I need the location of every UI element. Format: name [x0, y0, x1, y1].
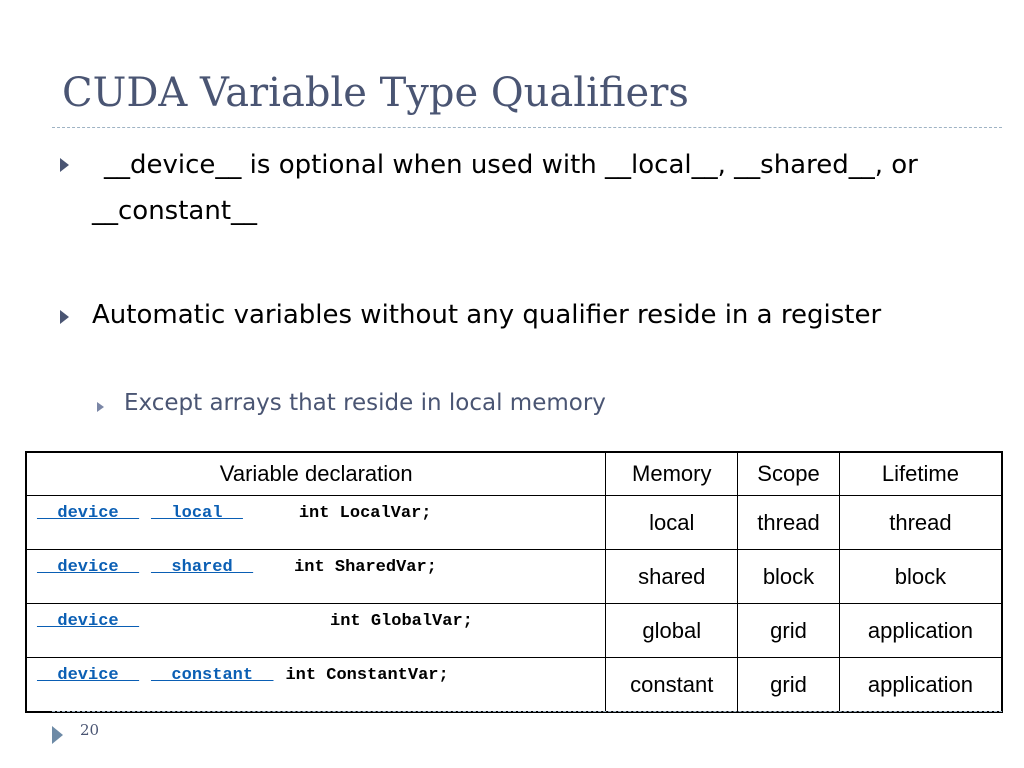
footer-divider — [52, 711, 1002, 712]
qualifier-keyword: __device__ — [37, 504, 140, 523]
bullet-text: __device__ is optional when used with __… — [92, 150, 918, 226]
scope-cell: grid — [737, 603, 840, 658]
declaration-cell: __device__ int GlobalVar; — [25, 603, 607, 658]
sub-bullet-arrow-icon — [97, 402, 104, 412]
table-row: __device__ __shared__ int SharedVar; share… — [25, 549, 1003, 604]
bullet-arrow-icon — [60, 158, 69, 172]
qualifier-keyword: __constant__ — [151, 666, 274, 685]
qualifier-keyword: __shared__ — [151, 558, 254, 577]
declaration-code: int ConstantVar; — [285, 666, 449, 685]
header-memory: Memory — [605, 451, 739, 496]
declaration-code: int SharedVar; — [294, 558, 437, 577]
scope-cell: thread — [737, 495, 840, 550]
title-divider — [52, 127, 1002, 128]
memory-cell: local — [605, 495, 739, 550]
declaration-code: int GlobalVar; — [330, 612, 473, 631]
qualifier-keyword: __local__ — [151, 504, 243, 523]
memory-cell: global — [605, 603, 739, 658]
scope-cell: block — [737, 549, 840, 604]
declaration-cell: __device__ __local__ int LocalVar; — [25, 495, 607, 550]
table-row: __device__ __constant__ int ConstantVar; c… — [25, 657, 1003, 713]
memory-cell: shared — [605, 549, 739, 604]
sub-bullet-text: Except arrays that reside in local memor… — [124, 390, 606, 416]
declaration-cell: __device__ __constant__ int ConstantVar; — [25, 657, 607, 713]
header-variable-declaration: Variable declaration — [25, 451, 607, 496]
page-marker-icon — [52, 726, 63, 744]
scope-cell: grid — [737, 657, 840, 713]
bullet-text: Automatic variables without any qualifie… — [92, 300, 882, 330]
header-scope: Scope — [737, 451, 840, 496]
lifetime-cell: application — [838, 603, 1003, 658]
memory-cell: constant — [605, 657, 739, 713]
qualifiers-table: Variable declaration Memory Scope Lifeti… — [25, 451, 1003, 713]
qualifier-keyword: __device__ — [37, 612, 140, 631]
declaration-code: int LocalVar; — [298, 504, 432, 523]
qualifier-keyword: __device__ — [37, 666, 140, 685]
bullet-arrow-icon — [60, 310, 69, 324]
header-lifetime: Lifetime — [838, 451, 1003, 496]
lifetime-cell: thread — [838, 495, 1003, 550]
table-row: __device__ __local__ int LocalVar; local t… — [25, 495, 1003, 550]
lifetime-cell: application — [838, 657, 1003, 713]
table-header-row: Variable declaration Memory Scope Lifeti… — [25, 451, 1003, 496]
declaration-cell: __device__ __shared__ int SharedVar; — [25, 549, 607, 604]
slide-title: CUDA Variable Type Qualifiers — [62, 70, 689, 116]
lifetime-cell: block — [838, 549, 1003, 604]
page-number: 20 — [80, 721, 100, 739]
table-row: __device__ int GlobalVar; global grid app… — [25, 603, 1003, 658]
qualifier-keyword: __device__ — [37, 558, 140, 577]
